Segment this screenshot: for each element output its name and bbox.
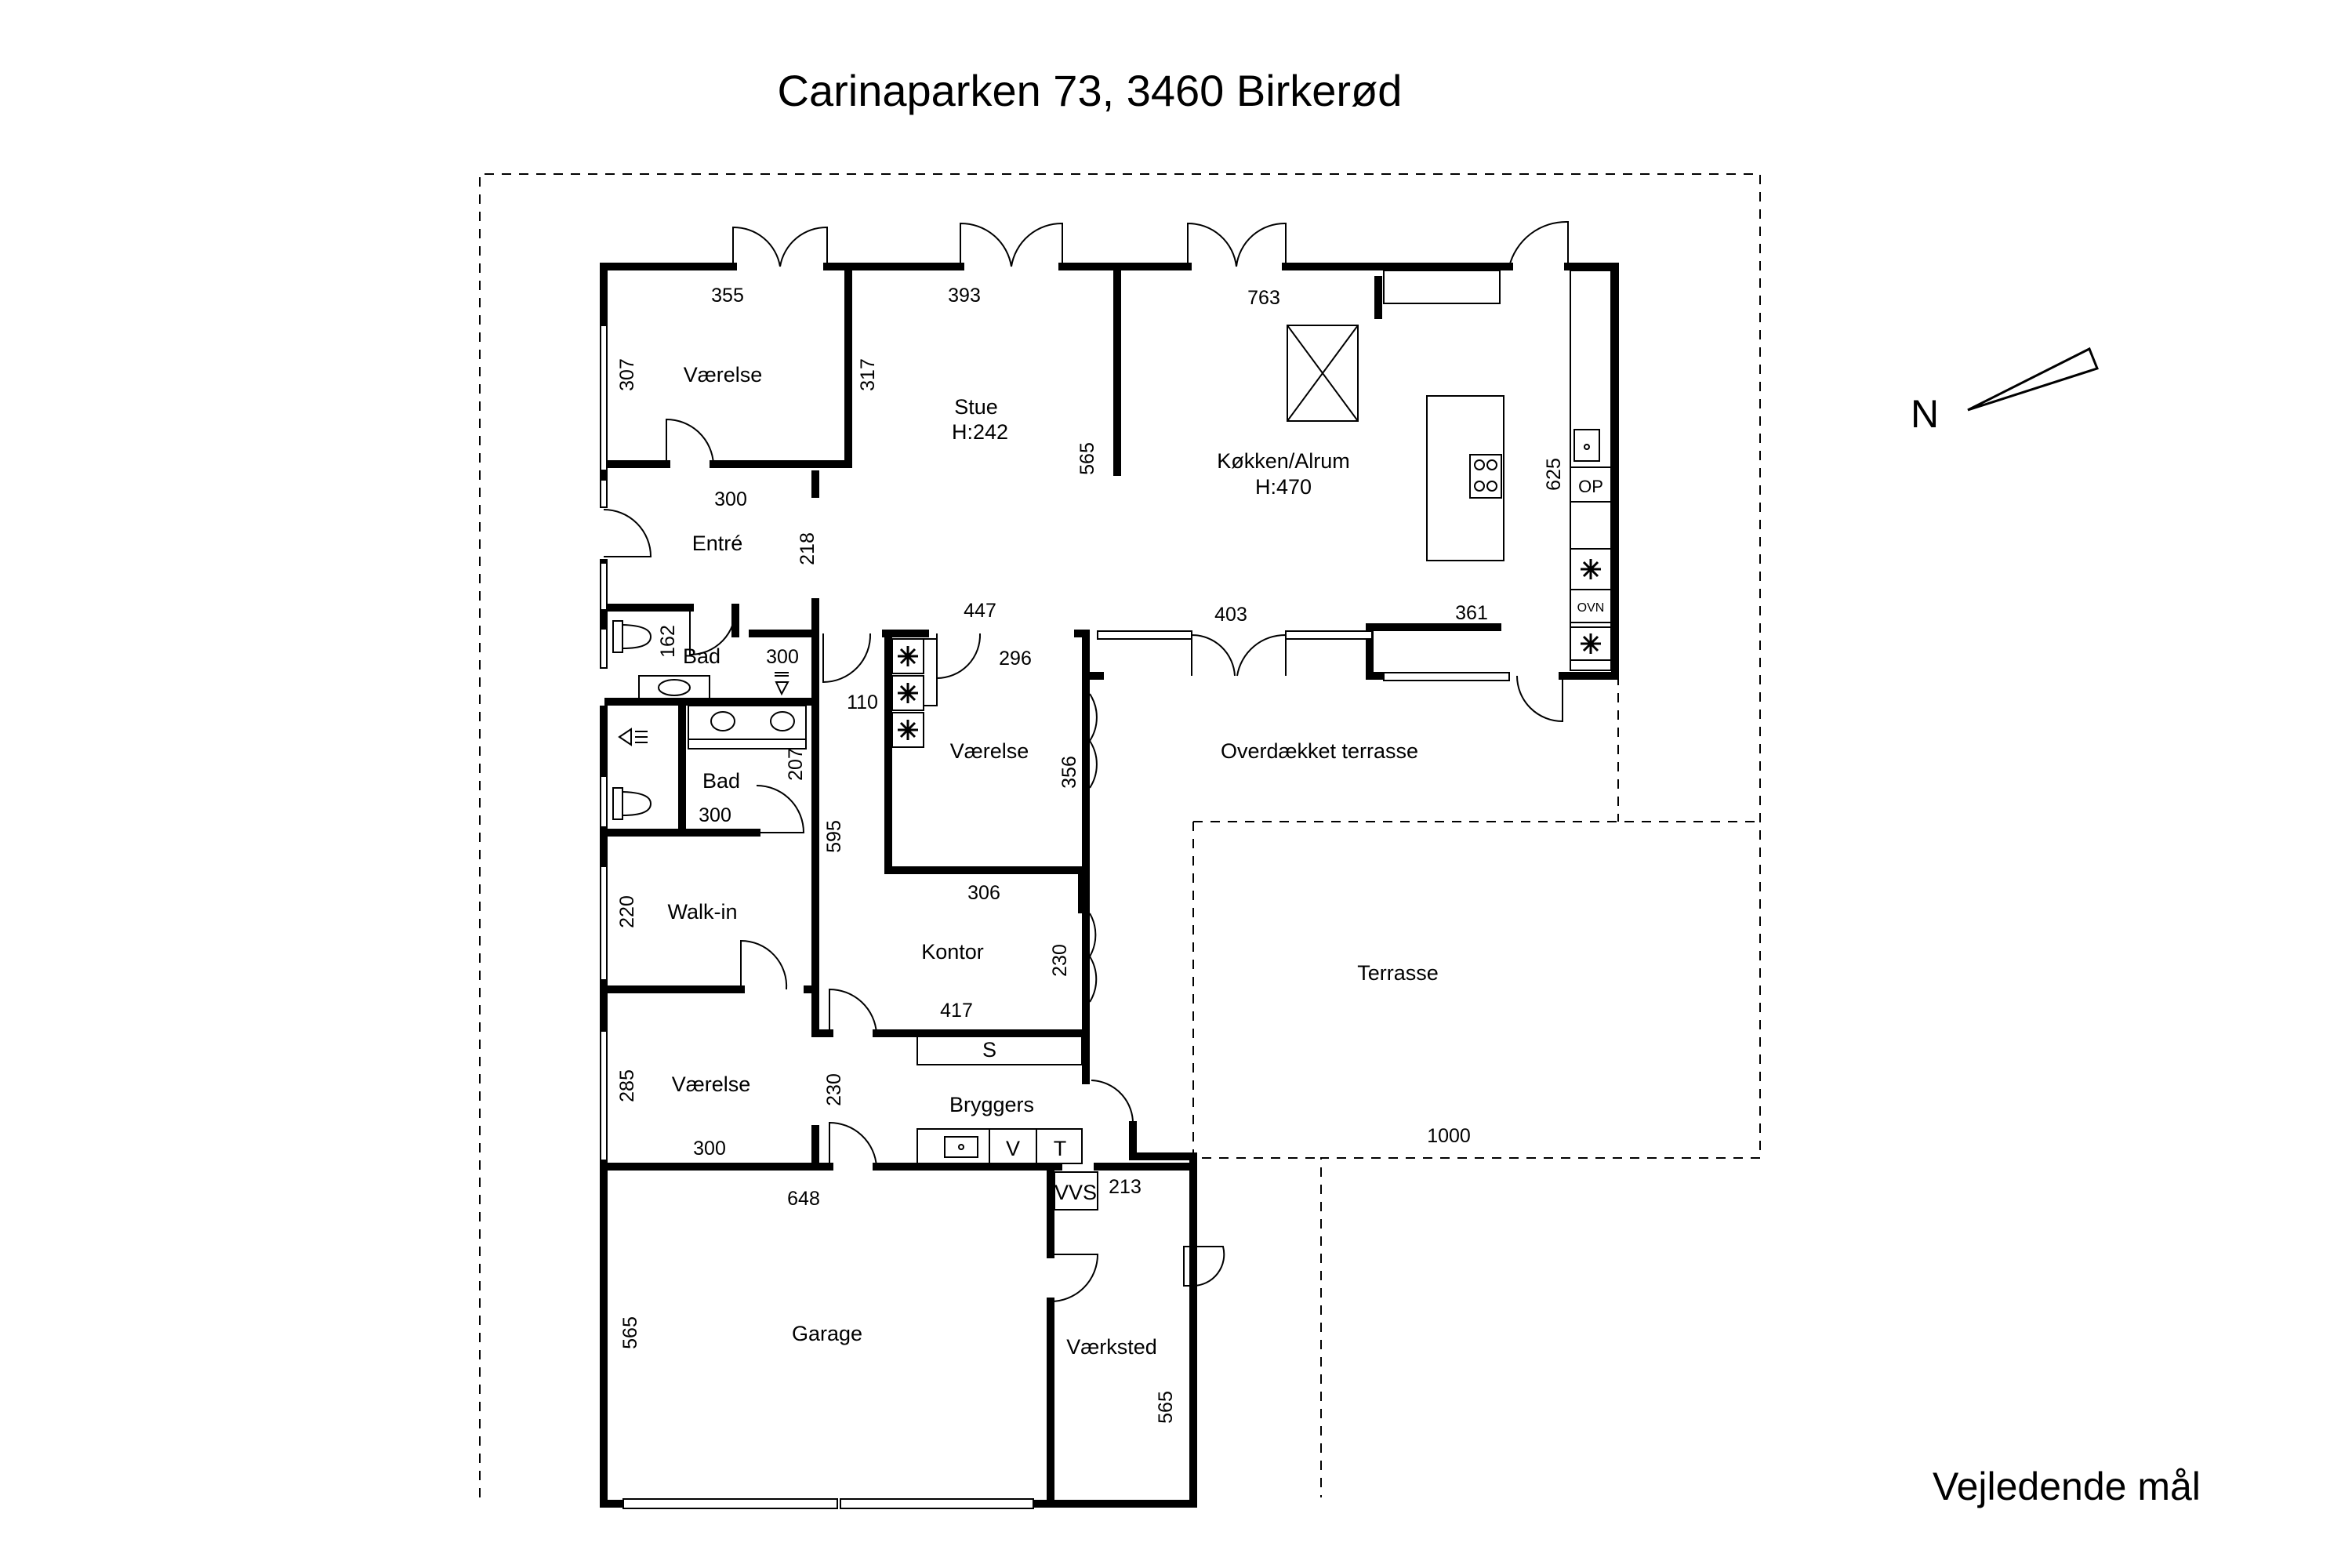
room-labels: Værelse Stue H:242 Køkken/Alrum H:470 En… (667, 363, 1438, 1359)
room-label-walk-in: Walk-in (667, 900, 737, 924)
room-label-bad-2: Bad (702, 769, 740, 793)
dim-307: 307 (616, 358, 638, 391)
dim-213: 213 (1109, 1176, 1142, 1198)
dim-230-bryggers: 230 (823, 1073, 845, 1106)
dim-162: 162 (657, 625, 679, 658)
room-label-bad-1: Bad (683, 644, 720, 668)
dim-300-vaerelse: 300 (693, 1138, 726, 1160)
room-label-kokken: Køkken/Alrum (1217, 449, 1350, 473)
interior-walls (604, 263, 1382, 1508)
vvs-label: VVS (1054, 1181, 1097, 1204)
dim-565-kitchen-wall: 565 (1076, 442, 1098, 475)
room-label-vaerelse-nw: Værelse (684, 363, 763, 387)
dim-300-bad: 300 (766, 646, 799, 668)
dim-648: 648 (787, 1188, 820, 1210)
room-label-kokken-height: H:470 (1255, 475, 1312, 499)
windows (600, 325, 1510, 1509)
dim-356: 356 (1058, 756, 1080, 789)
shelf-s-label: S (982, 1038, 996, 1062)
dim-110: 110 (847, 691, 878, 713)
oven-op-label: OP (1578, 477, 1603, 496)
north-label: N (1911, 392, 1939, 436)
oven-ovn-label: OVN (1577, 601, 1605, 615)
room-label-vaerksted: Værksted (1066, 1335, 1157, 1359)
corridor-cabinets (891, 638, 938, 748)
dim-317: 317 (857, 358, 879, 391)
room-label-stue: Stue (954, 395, 998, 419)
room-label-vaerelse-sw: Værelse (672, 1073, 751, 1096)
dim-625: 625 (1543, 458, 1565, 491)
room-label-bryggers: Bryggers (949, 1093, 1034, 1116)
dim-417: 417 (940, 1000, 973, 1022)
dryer-t-label: T (1054, 1137, 1067, 1160)
dim-207: 207 (785, 748, 807, 781)
dim-595: 595 (823, 820, 845, 853)
utility-fixtures: S V T VVS (916, 1036, 1098, 1210)
plan-title: Carinaparken 73, 3460 Birkerød (778, 66, 1403, 115)
footer-note: Vejledende mål (1933, 1465, 2201, 1508)
dim-300-entre: 300 (714, 488, 747, 510)
dim-300-bad2: 300 (699, 804, 731, 826)
room-label-stue-height: H:242 (952, 420, 1008, 444)
washer-v-label: V (1006, 1137, 1020, 1160)
dim-565-garage: 565 (619, 1316, 641, 1349)
dim-296: 296 (999, 648, 1032, 670)
dim-220: 220 (616, 895, 638, 928)
dim-1000: 1000 (1427, 1125, 1471, 1147)
dim-361: 361 (1455, 602, 1488, 624)
room-label-kontor: Kontor (921, 940, 984, 964)
dim-763: 763 (1247, 287, 1280, 309)
dim-403: 403 (1214, 604, 1247, 626)
dimension-labels: 355 393 763 307 317 565 625 300 218 447 … (616, 285, 1565, 1424)
room-label-entre: Entré (692, 532, 743, 555)
dim-393: 393 (948, 285, 981, 307)
dim-447: 447 (964, 600, 996, 622)
door-swings (603, 220, 1569, 1302)
room-label-vaerelse-mid: Værelse (950, 739, 1029, 763)
dim-230-kontor: 230 (1049, 944, 1071, 977)
dim-285: 285 (616, 1069, 638, 1102)
room-label-garage: Garage (792, 1322, 862, 1345)
bathroom-fixtures (612, 620, 816, 925)
exterior-walls (600, 263, 1619, 1508)
room-label-overdaekket: Overdækket terrasse (1221, 739, 1418, 763)
dim-565-vaerksted: 565 (1155, 1391, 1177, 1424)
dim-355: 355 (711, 285, 744, 307)
north-arrow-icon: N (1911, 347, 2099, 436)
room-label-terrasse: Terrasse (1357, 961, 1439, 985)
dim-218: 218 (797, 532, 818, 565)
dim-306: 306 (967, 882, 1000, 904)
kitchen-fixtures: OP OVN (1287, 270, 1612, 671)
